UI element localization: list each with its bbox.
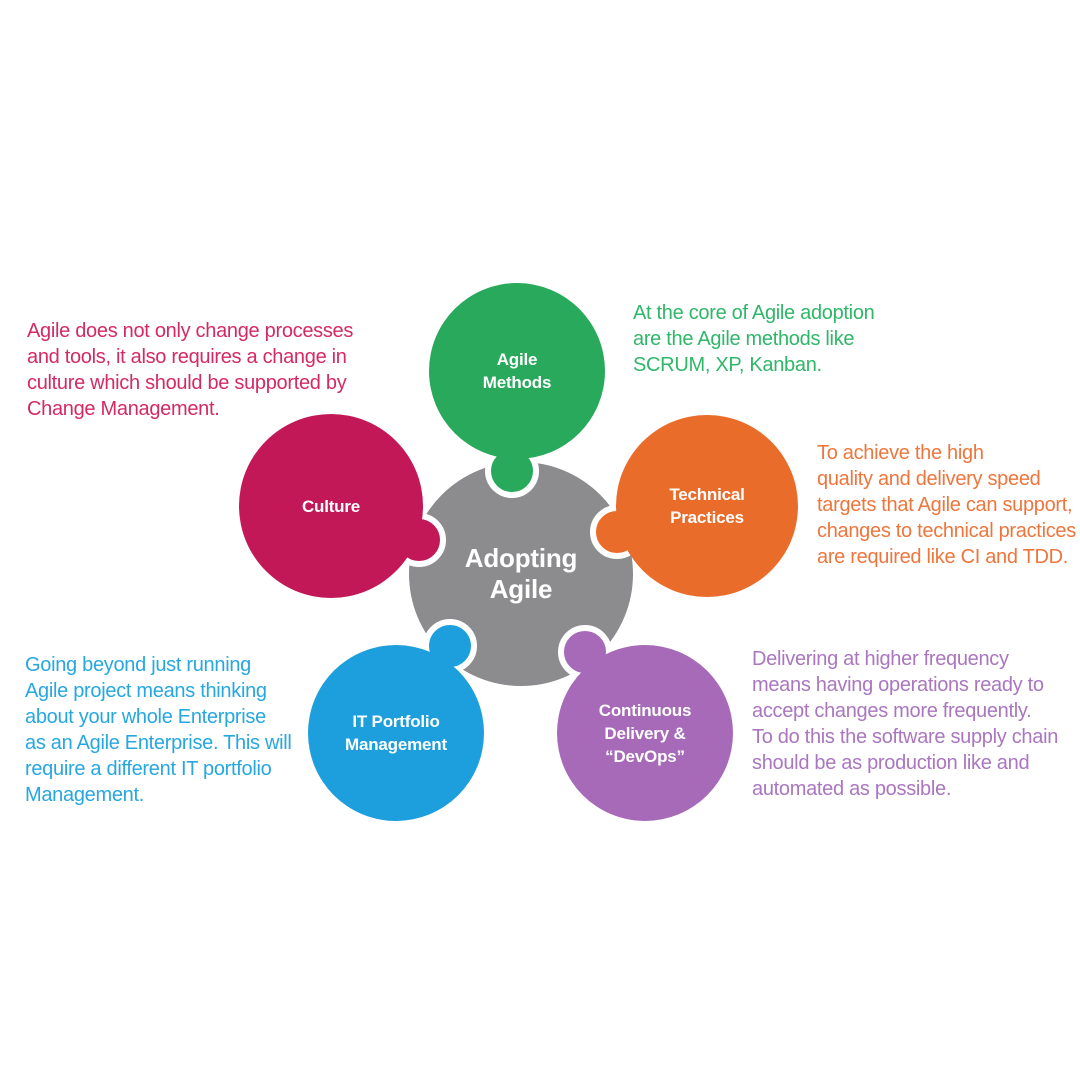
annotation-continuous-delivery: Delivering at higher frequency means hav… [752, 648, 1059, 800]
annotation-culture: Agile does not only change processes and… [27, 320, 354, 420]
node-circle-agile-methods: Agile Methods [429, 283, 605, 459]
node-circle-continuous-delivery: Continuous Delivery & “DevOps” [557, 645, 733, 821]
node-label-technical-practices: Technical Practices [669, 485, 745, 527]
node-label-agile-methods: Agile Methods [482, 350, 552, 392]
node-circle-technical-practices: Technical Practices [616, 415, 798, 597]
node-label-it-portfolio-management: IT Portfolio Management [345, 712, 447, 754]
node-label-culture: Culture [301, 496, 361, 516]
annotation-agile-methods: At the core of Agile adoption are the Ag… [633, 302, 875, 376]
annotation-technical-practices: To achieve the high quality and delivery… [817, 442, 1076, 568]
node-circle-culture: Culture [239, 414, 423, 598]
annotation-it-portfolio-management: Going beyond just running Agile project … [25, 654, 292, 806]
node-circle-it-portfolio-management: IT Portfolio Management [308, 645, 484, 821]
node-label-continuous-delivery: Continuous Delivery & “DevOps” [598, 700, 692, 766]
center-label: Adopting Agile [464, 543, 578, 604]
